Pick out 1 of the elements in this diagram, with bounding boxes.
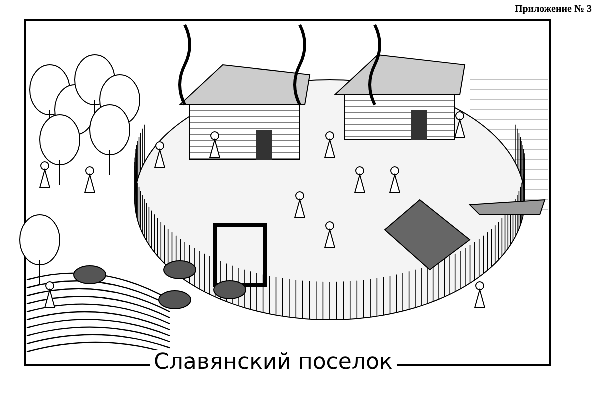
appendix-note: Приложение № 3 [514,4,592,15]
